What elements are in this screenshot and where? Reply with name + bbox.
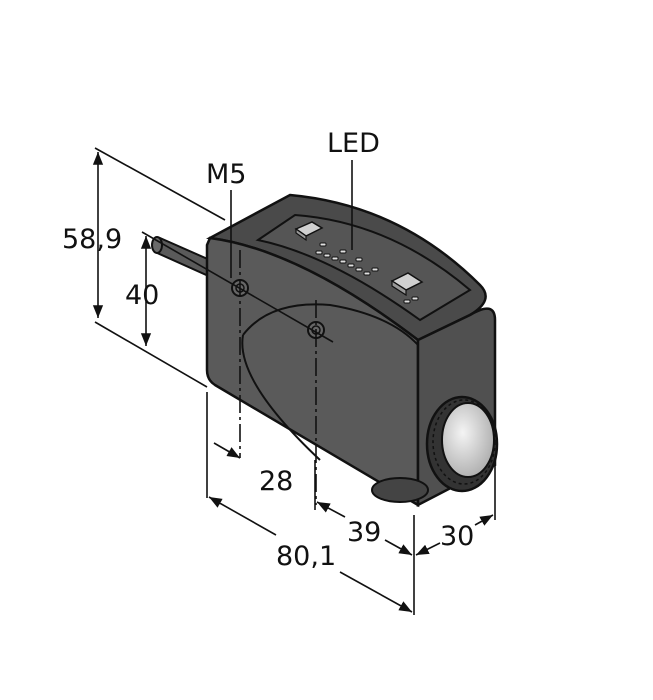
extension-lines [94,147,496,615]
dim-overall-height: 58,9 [62,224,122,255]
dim-body-depth: 39 [347,517,381,548]
front-lens [425,395,499,493]
sensor-housing [205,193,497,508]
center-lines [141,231,334,505]
teach-button-left [294,221,324,242]
top-buttons [294,221,424,297]
dim-lens-width: 30 [440,521,474,552]
teach-button-right [390,272,424,297]
dimension-lines [92,152,494,613]
dim-mount-height: 40 [125,280,159,311]
led-indicators [315,242,419,304]
dim-mount-offset: 28 [259,466,293,497]
led-label: LED [327,128,380,159]
m5-label: M5 [206,159,246,190]
dim-overall-length: 80,1 [276,541,336,572]
